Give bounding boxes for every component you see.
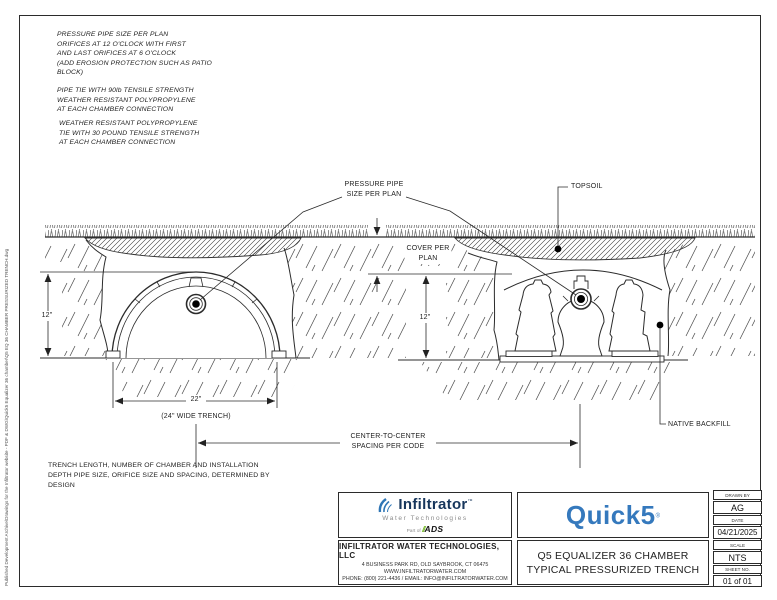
dimensions — [44, 218, 581, 468]
dim-12-left-label: 12" — [39, 311, 55, 321]
ads-logo-text: ADS — [424, 524, 444, 534]
logo-cell: Infiltrator™ Water Technologies Part of … — [338, 492, 512, 538]
native-backfill-dot — [656, 321, 664, 329]
sheet-value-cell: 01 of 01 — [713, 575, 762, 587]
native-backfill-label: NATIVE BACKFILL — [668, 421, 731, 428]
logo-subtitle: Water Technologies — [382, 515, 468, 522]
note-weather-tie: WEATHER RESISTANT POLYPROPYLENE TIE WITH… — [59, 120, 200, 147]
sheet-number-label: SHEET NO. — [725, 567, 750, 572]
trench-24-label: (24" WIDE TRENCH) — [161, 413, 231, 420]
note-pipe-tie: PIPE TIE WITH 90lb TENSILE STRENGTH WEAT… — [57, 87, 196, 114]
sheet-label-cell: SHEET NO. — [713, 565, 762, 574]
dim-12-right-label: 12" — [417, 313, 433, 323]
dim-22-label: 22" — [188, 395, 204, 405]
drawing-title: Q5 EQUALIZER 36 CHAMBER TYPICAL PRESSURI… — [526, 549, 700, 576]
scale-label: SCALE — [729, 542, 746, 548]
center-to-center-label: CENTER-TO-CENTER SPACING PER CODE — [348, 432, 428, 452]
registered-symbol: ® — [655, 513, 661, 520]
date-label: DATE — [731, 517, 744, 523]
part-of-text: Part of — [406, 529, 421, 534]
drawing-title-cell: Q5 EQUALIZER 36 CHAMBER TYPICAL PRESSURI… — [517, 540, 709, 585]
topsoil-leader — [557, 186, 568, 246]
native-backfill-leader — [659, 328, 666, 425]
topsoil-label: TOPSOIL — [571, 183, 603, 190]
company-cell: INFILTRATOR WATER TECHNOLOGIES, LLC 4 BU… — [338, 540, 512, 585]
company-name: INFILTRATOR WATER TECHNOLOGIES, LLC — [339, 542, 500, 560]
scale-value-cell: NTS — [713, 551, 762, 564]
scale-value: NTS — [728, 552, 747, 563]
leader-lines — [199, 186, 666, 425]
pressure-pipe-leader-left — [199, 196, 343, 301]
scale-label-cell: SCALE — [713, 540, 762, 550]
company-website: WWW.INFILTRATORWATER.COM — [383, 569, 467, 575]
note-trench-design: TRENCH LENGTH, NUMBER OF CHAMBER AND INS… — [48, 462, 270, 489]
sheet-border — [19, 15, 761, 587]
drawn-by-value-cell: AG — [713, 501, 762, 514]
infiltrator-logo-icon — [379, 498, 393, 513]
pressure-pipe-leader-right — [405, 196, 577, 296]
infiltrator-logo-text: Infiltrator — [398, 496, 468, 513]
drawn-by-value: AG — [730, 502, 744, 513]
company-phone-email: PHONE: (800) 221-4436 / EMAIL: INFO@INFI… — [342, 576, 508, 582]
pressure-pipe-label: PRESSURE PIPE SIZE PER PLAN — [344, 181, 404, 198]
topsoil-dot — [554, 245, 562, 253]
trademark-symbol: ™ — [467, 498, 473, 505]
drawn-by-label-cell: DRAWN BY — [713, 490, 762, 500]
drawn-by-label: DRAWN BY — [725, 492, 750, 498]
right-chamber — [499, 269, 665, 363]
sheet-number-value: 01 of 01 — [723, 576, 752, 586]
ads-slashes: // — [422, 525, 426, 534]
product-logo-cell: Quick5® — [517, 492, 709, 538]
note-pressure-pipe: PRESSURE PIPE SIZE PER PLAN ORIFICES AT … — [57, 31, 212, 77]
date-value: 04/21/2025 — [717, 528, 758, 537]
left-chamber — [105, 271, 287, 359]
date-value-cell: 04/21/2025 — [713, 526, 762, 539]
22-extension-lines — [112, 362, 278, 408]
date-label-cell: DATE — [713, 515, 762, 525]
company-address: 4 BUSINESS PARK RD, OLD SAYBROOK, CT 064… — [361, 562, 489, 568]
quick5-logo-text: Quick5 — [565, 499, 656, 530]
grass-strip — [45, 225, 755, 238]
right-pipe-orifice — [570, 288, 592, 310]
cover-label: COVER PER PLAN — [404, 244, 452, 264]
